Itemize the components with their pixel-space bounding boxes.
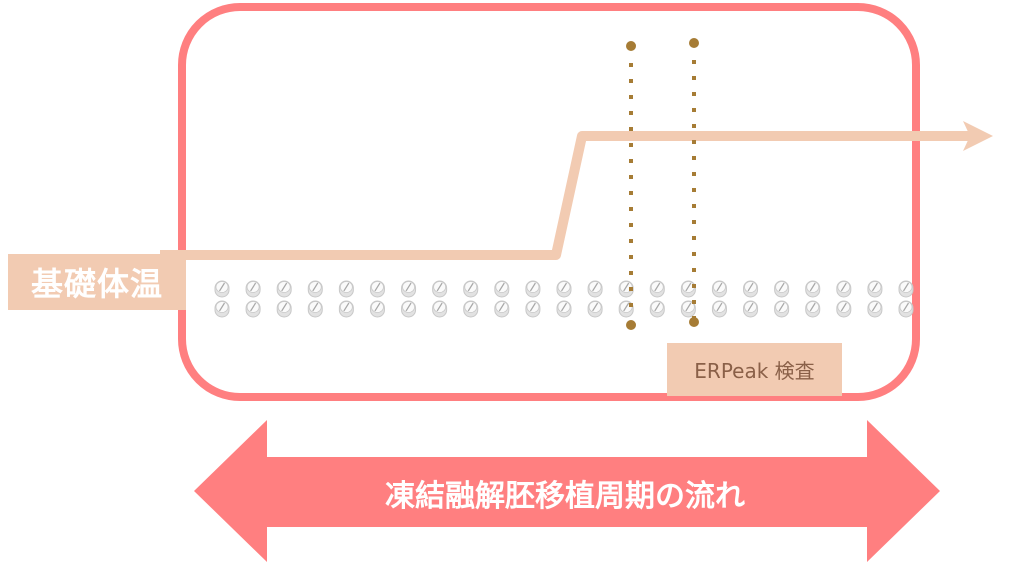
pill-icon (369, 300, 385, 318)
pill-icon (401, 300, 417, 318)
pill-icon (867, 280, 883, 298)
bbt-arrow-head-icon (963, 121, 993, 151)
erpeak-test-label: ERPeak 検査 (667, 343, 842, 396)
pill-icon (369, 280, 385, 298)
pill-icon (245, 300, 261, 318)
pill-icon (587, 300, 603, 318)
pill-icon (587, 280, 603, 298)
marker-1-top-dot (626, 41, 636, 51)
marker-2-bottom-dot (689, 317, 699, 327)
pill-icon (463, 300, 479, 318)
pill-icon (774, 300, 790, 318)
pill-icon (743, 300, 759, 318)
pill-icon (276, 280, 292, 298)
pill-icon (338, 280, 354, 298)
cycle-flow-label: 凍結融解胚移植周期の流れ (385, 479, 745, 514)
pill-icon (556, 300, 572, 318)
pill-icon (867, 300, 883, 318)
marker-1-bottom-dot (626, 320, 636, 330)
pill-icon (711, 300, 727, 318)
pill-icon (711, 280, 727, 298)
pill-icon (307, 300, 323, 318)
bbt-line (160, 131, 975, 260)
pill-icon (214, 300, 230, 318)
pill-icon (743, 280, 759, 298)
marker-2 (689, 38, 699, 327)
marker-1 (626, 41, 636, 330)
cycle-frame (178, 3, 920, 401)
bbt-label: 基礎体温 (8, 254, 186, 310)
pill-icon (805, 280, 821, 298)
pill-icon (463, 280, 479, 298)
pill-icon (214, 280, 230, 298)
pill-icon (649, 300, 665, 318)
pill-icon (680, 300, 696, 318)
pill-icon (836, 300, 852, 318)
pill-icon (805, 300, 821, 318)
pill-icon (307, 280, 323, 298)
pill-icon (525, 300, 541, 318)
pill-icon (276, 300, 292, 318)
pill-icon (556, 280, 572, 298)
cycle-double-arrow (194, 420, 940, 562)
pill-icon (338, 300, 354, 318)
pill-icon (836, 280, 852, 298)
pill-icon (525, 280, 541, 298)
pill-icon (432, 280, 448, 298)
pill-icon (245, 280, 261, 298)
pill-grid (214, 280, 914, 318)
pill-icon (680, 280, 696, 298)
pill-icon (432, 300, 448, 318)
pill-icon (401, 280, 417, 298)
pill-icon (494, 300, 510, 318)
pill-icon (898, 300, 914, 318)
pill-icon (494, 280, 510, 298)
pill-icon (774, 280, 790, 298)
marker-2-top-dot (689, 38, 699, 48)
pill-icon (649, 280, 665, 298)
pill-icon (898, 280, 914, 298)
